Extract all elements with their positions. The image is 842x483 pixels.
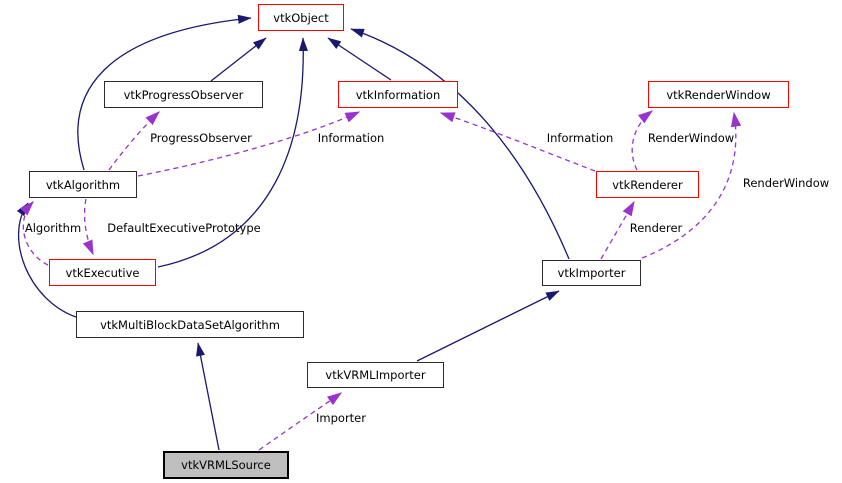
edge-vtkVRMLImporter-vtkImporter bbox=[416, 290, 560, 362]
edge-vtkAlgorithm-vtkExecutive bbox=[82, 198, 94, 256]
edge-vtkExecutive-vtkObject bbox=[157, 37, 308, 268]
node-vtkRenderWindow[interactable]: vtkRenderWindow bbox=[648, 81, 789, 108]
node-vtkVRMLImporter[interactable]: vtkVRMLImporter bbox=[307, 362, 444, 388]
edge-vtkInformation-vtkObject bbox=[327, 37, 392, 81]
node-vtkAlgorithm[interactable]: vtkAlgorithm bbox=[29, 171, 137, 198]
edge-vtkProgressObserver-vtkObject bbox=[210, 37, 267, 82]
node-vtkObject[interactable]: vtkObject bbox=[258, 4, 344, 31]
edge-vtkAlgorithm-vtkObject bbox=[77, 14, 252, 171]
edge-vtkExecutive-vtkAlgorithm bbox=[19, 201, 49, 266]
edge-vtkImporter-vtkRenderer bbox=[600, 200, 635, 260]
edge-vtkAlgorithm-vtkInformation bbox=[137, 111, 361, 177]
edge-vtkVRMLSource-vtkVRMLImporter bbox=[258, 392, 343, 451]
edge-vtkRenderer-vtkRenderWindow bbox=[631, 110, 654, 171]
node-vtkProgressObserver[interactable]: vtkProgressObserver bbox=[104, 81, 263, 108]
edge-vtkRenderer-vtkInformation bbox=[439, 112, 596, 172]
node-vtkMultiBlockDataSetAlgorithm[interactable]: vtkMultiBlockDataSetAlgorithm bbox=[76, 311, 304, 338]
node-vtkInformation[interactable]: vtkInformation bbox=[338, 81, 458, 108]
node-vtkVRMLSource[interactable]: vtkVRMLSource bbox=[163, 451, 289, 479]
edge-vtkMultiBlockDataSetAlgorithm-vtkAlgorithm bbox=[16, 202, 77, 318]
edge-vtkImporter-vtkObject bbox=[350, 28, 570, 260]
node-vtkExecutive[interactable]: vtkExecutive bbox=[49, 259, 156, 286]
edge-vtkVRMLSource-vtkMultiBlockDataSetAlgorithm bbox=[196, 342, 220, 451]
edge-vtkAlgorithm-vtkProgressObserver bbox=[108, 111, 160, 171]
edge-vtkImporter-vtkRenderWindow bbox=[641, 111, 742, 259]
node-vtkImporter[interactable]: vtkImporter bbox=[542, 260, 641, 286]
node-vtkRenderer[interactable]: vtkRenderer bbox=[596, 171, 699, 198]
